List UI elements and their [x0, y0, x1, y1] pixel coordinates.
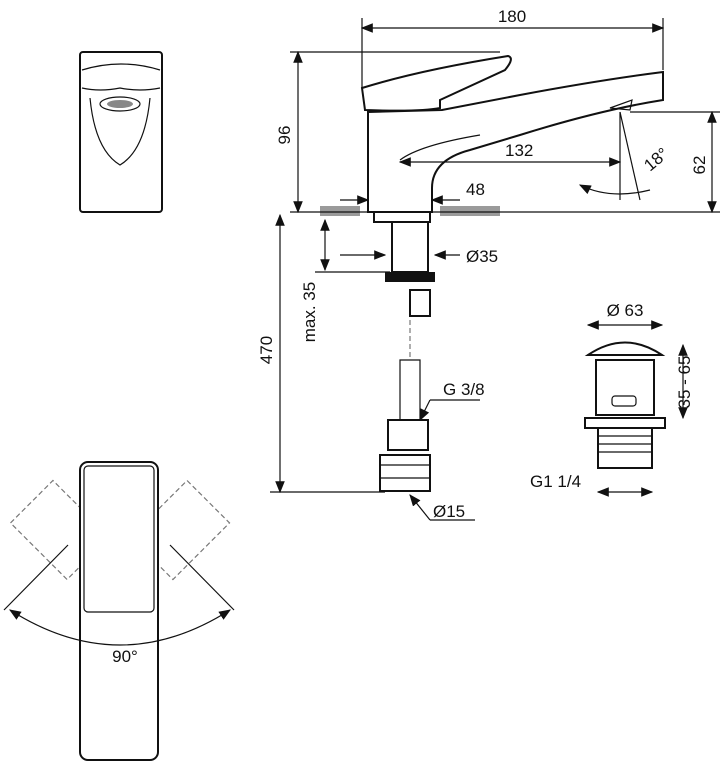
dim-reach: 132	[505, 141, 533, 160]
dim-height-outlet: 62	[690, 156, 709, 175]
dim-base-offset: 48	[466, 180, 485, 199]
dim-thread-connection: G 3/8	[443, 380, 485, 399]
aerator-icon	[99, 96, 141, 112]
dim-hose-length: 470	[257, 336, 276, 364]
dim-waste-range: 35 - 65	[675, 356, 694, 409]
dim-height-spout: 96	[275, 126, 294, 145]
dim-width-total: 180	[498, 7, 526, 26]
dim-lever-rotation: 90°	[112, 647, 138, 666]
dim-angle-spray: 18°	[640, 144, 672, 175]
dim-hose-diameter: Ø15	[433, 502, 465, 521]
dim-waste-diameter: Ø 63	[607, 301, 644, 320]
dim-max-thickness: max. 35	[300, 282, 319, 342]
front-view	[79, 51, 163, 213]
dim-waste-thread: G1 1/4	[530, 472, 581, 491]
top-view: 90°	[3, 461, 235, 761]
waste-view: Ø 63 35 - 65 G1 1/4	[530, 301, 694, 497]
dim-base-diameter: Ø35	[466, 247, 498, 266]
